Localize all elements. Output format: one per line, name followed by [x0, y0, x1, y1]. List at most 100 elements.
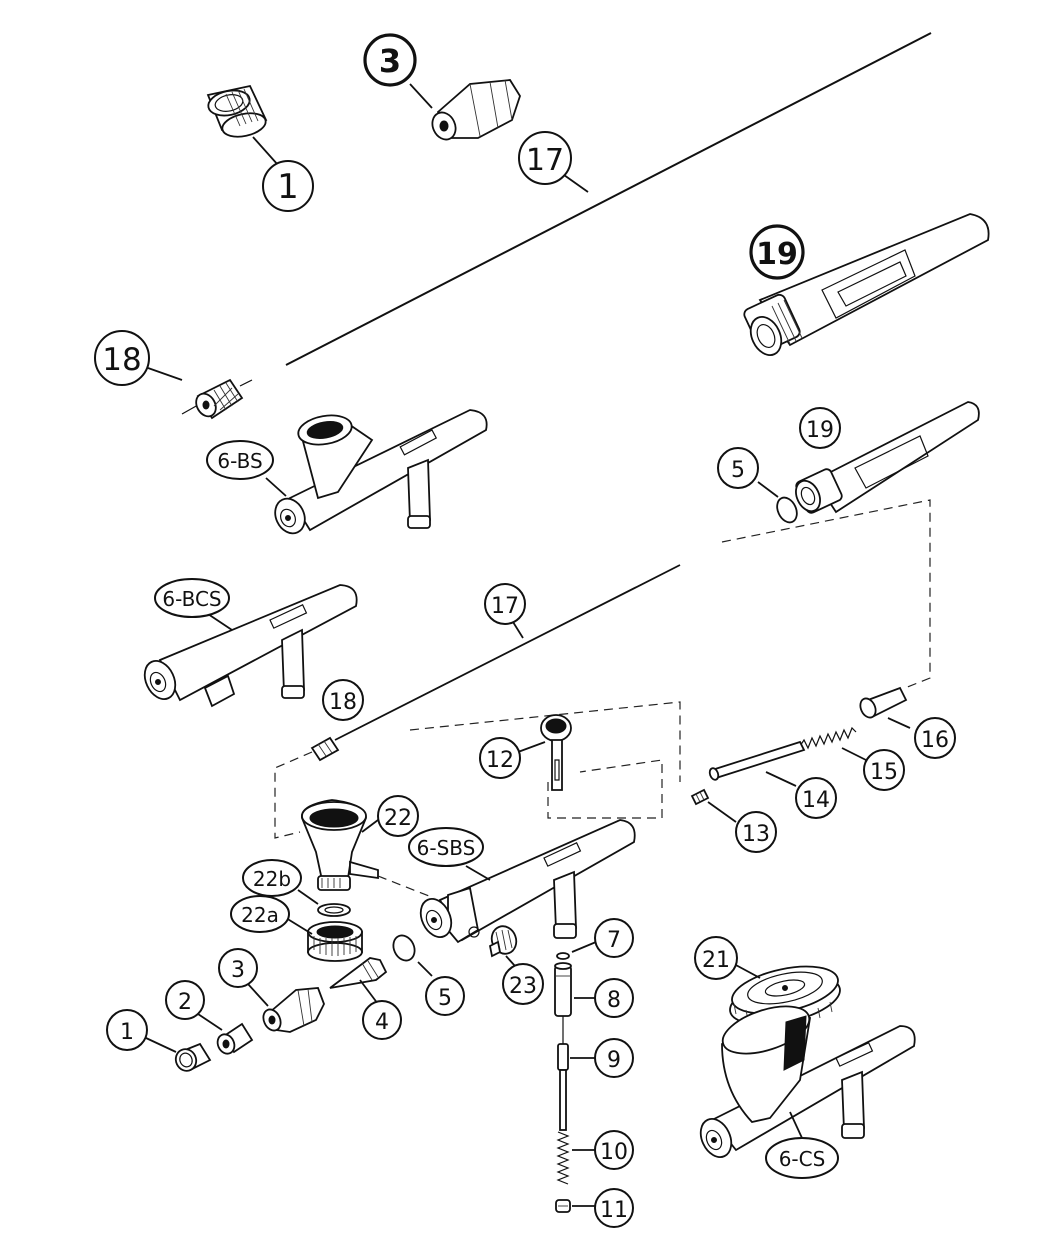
- part-18-chuck-nut-mid: [310, 736, 340, 762]
- part-11-valve-screw: [555, 1199, 571, 1213]
- callout-text: 14: [802, 788, 830, 813]
- callout-text: 23: [509, 974, 537, 999]
- callout-text: 5: [731, 458, 745, 483]
- callout-3-top: 3: [363, 33, 417, 87]
- callout-1-top: 1: [262, 160, 314, 212]
- part-17-needle-top: [285, 32, 932, 366]
- leader-line: [887, 717, 911, 729]
- airbrush-6-cs-body: [699, 1005, 916, 1158]
- airbrush-6-sbs-body: [419, 819, 636, 944]
- leader-line: [285, 917, 313, 935]
- callout-15: 15: [863, 749, 905, 791]
- leader-line: [207, 613, 233, 631]
- part-22b-washer-hole: [324, 906, 344, 914]
- part-22-color-cup: [301, 799, 379, 891]
- part-5-o-ring-mid: [776, 496, 798, 524]
- leader-line: [247, 983, 269, 1007]
- callout-text: 22b: [253, 867, 291, 891]
- callout-7: 7: [594, 918, 634, 958]
- part-1-nozzle-cap-top: [206, 84, 268, 138]
- part-13-screw: [690, 788, 710, 806]
- callout-11: 11: [594, 1188, 634, 1228]
- leader-line: [757, 481, 779, 498]
- callout-16: 16: [914, 717, 956, 759]
- assembly-path-dashed: [409, 701, 681, 782]
- leader-line: [571, 941, 597, 953]
- callout-text: 3: [231, 958, 245, 983]
- leader-line: [789, 1111, 803, 1139]
- callout-1-low: 1: [106, 1009, 148, 1051]
- callout-4: 4: [362, 1000, 402, 1040]
- leader-line: [297, 889, 319, 905]
- part-15-spring: [799, 726, 857, 750]
- part-22a-cup-nut: [307, 921, 363, 962]
- callout-19-mid: 19: [799, 407, 841, 449]
- part-23-adjust-screw: [488, 925, 518, 958]
- assembly-path-dashed: [547, 759, 663, 819]
- leader-line: [563, 174, 589, 193]
- part-22b-washer: [317, 903, 351, 917]
- callout-13: 13: [735, 811, 777, 853]
- callout-text: 4: [375, 1010, 389, 1035]
- leader-line: [505, 955, 516, 967]
- callout-text: 1: [277, 167, 299, 207]
- leader-line: [707, 801, 737, 823]
- airbrush-6-bs-body: [274, 409, 488, 535]
- callout-text: 19: [756, 237, 798, 272]
- callout-6-bs: 6-BS: [206, 440, 274, 480]
- callout-text: 3: [379, 42, 401, 80]
- callout-18-left: 18: [94, 330, 150, 386]
- callout-text: 15: [870, 760, 898, 785]
- callout-10: 10: [594, 1130, 634, 1170]
- leader-line: [733, 963, 761, 979]
- callout-text: 13: [742, 822, 770, 847]
- leader-line: [512, 621, 524, 639]
- callout-22b: 22b: [242, 859, 302, 897]
- callout-22: 22: [377, 795, 419, 837]
- callout-6-cs: 6-CS: [765, 1137, 839, 1179]
- callout-19-top: 19: [749, 224, 805, 280]
- callout-text: 21: [702, 948, 730, 973]
- assembly-path-dashed: [377, 875, 435, 899]
- callout-text: 10: [600, 1140, 628, 1165]
- leader-line: [145, 1037, 177, 1053]
- callout-text: 17: [526, 143, 564, 178]
- part-10-valve-spring: [556, 1131, 570, 1185]
- part-3-nozzle-body-top: [431, 79, 521, 141]
- leader-line: [265, 477, 287, 497]
- leader-line: [359, 979, 379, 1005]
- part-18-chuck-nut: [181, 378, 253, 420]
- leader-line: [841, 747, 867, 761]
- part-14-needle-tube: [708, 740, 806, 781]
- leader-line: [361, 819, 379, 833]
- leader-line: [147, 367, 183, 381]
- assembly-path-dashed: [274, 751, 313, 839]
- callout-text: 18: [102, 342, 141, 378]
- callout-text: 6-BS: [217, 449, 262, 473]
- callout-6-sbs: 6-SBS: [408, 827, 484, 867]
- part-12-trigger: [540, 714, 572, 791]
- part-8-valve-housing: [554, 962, 572, 1017]
- part-16-chuck-guide: [859, 686, 908, 719]
- callout-text: 7: [607, 928, 621, 953]
- part-2-head-cap: [216, 1022, 254, 1055]
- callout-text: 6-CS: [779, 1147, 826, 1171]
- callout-text: 5: [438, 986, 452, 1011]
- callout-3-low: 3: [218, 948, 258, 988]
- callout-text: 2: [178, 990, 192, 1015]
- callout-22a: 22a: [230, 895, 290, 933]
- callout-17-top: 17: [518, 131, 572, 185]
- leader-line: [465, 865, 491, 881]
- assembly-path-dashed: [721, 499, 931, 689]
- callout-text: 22: [384, 806, 412, 831]
- leader-line: [517, 741, 546, 753]
- part-19-handle-top: [743, 213, 990, 356]
- part-4-nozzle-tip: [329, 957, 388, 989]
- leader-line: [417, 961, 433, 977]
- leader-line: [197, 1013, 223, 1031]
- callout-text: 19: [806, 418, 834, 443]
- callout-text: 6-SBS: [417, 836, 476, 860]
- callout-18-mid: 18: [322, 679, 364, 721]
- airbrush-6-bcs-body: [143, 584, 358, 708]
